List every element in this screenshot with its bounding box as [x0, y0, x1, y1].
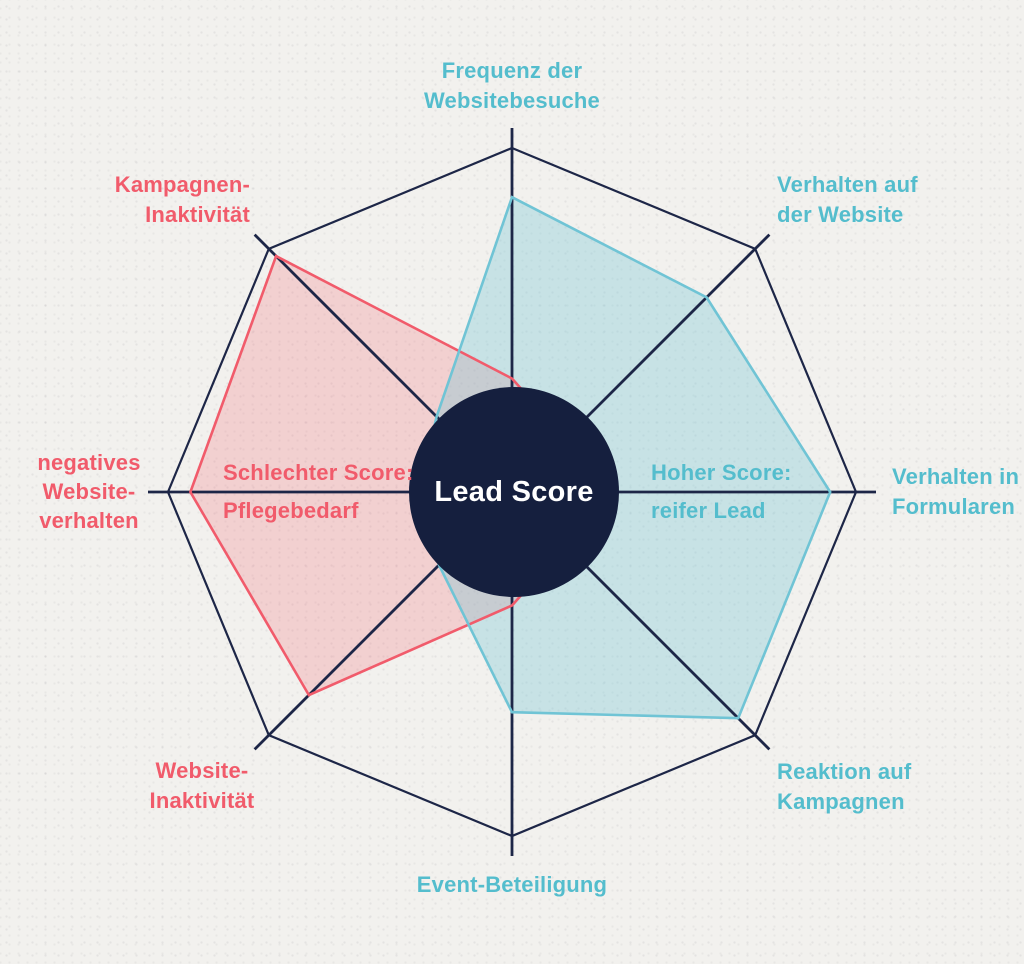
- axis-label-event-beteiligung: Event-Beteiligung: [416, 872, 608, 897]
- axis-label-negatives-websiteverhalten: negatives Website- verhalten: [37, 450, 141, 533]
- center-circle-label: Lead Score: [434, 476, 594, 508]
- axis-label-website-inaktivitaet: Website- Inaktivität: [149, 758, 255, 813]
- axis-label-reaktion-kampagnen: Reaktion auf Kampagnen: [777, 759, 912, 814]
- axis-label-kampagnen-inaktivitaet: Kampagnen- Inaktivität: [114, 172, 250, 227]
- annotation-schlechter-score: Schlechter Score: Pflegebedarf: [223, 460, 414, 523]
- annotation-hoher-score: Hoher Score: reifer Lead: [651, 460, 792, 523]
- axis-label-verhalten-formulare: Verhalten in Formularen: [892, 464, 1020, 519]
- axis-label-frequenz-websitebesuche: Frequenz der Websitebesuche: [423, 58, 600, 113]
- axis-label-verhalten-website: Verhalten auf der Website: [777, 172, 918, 227]
